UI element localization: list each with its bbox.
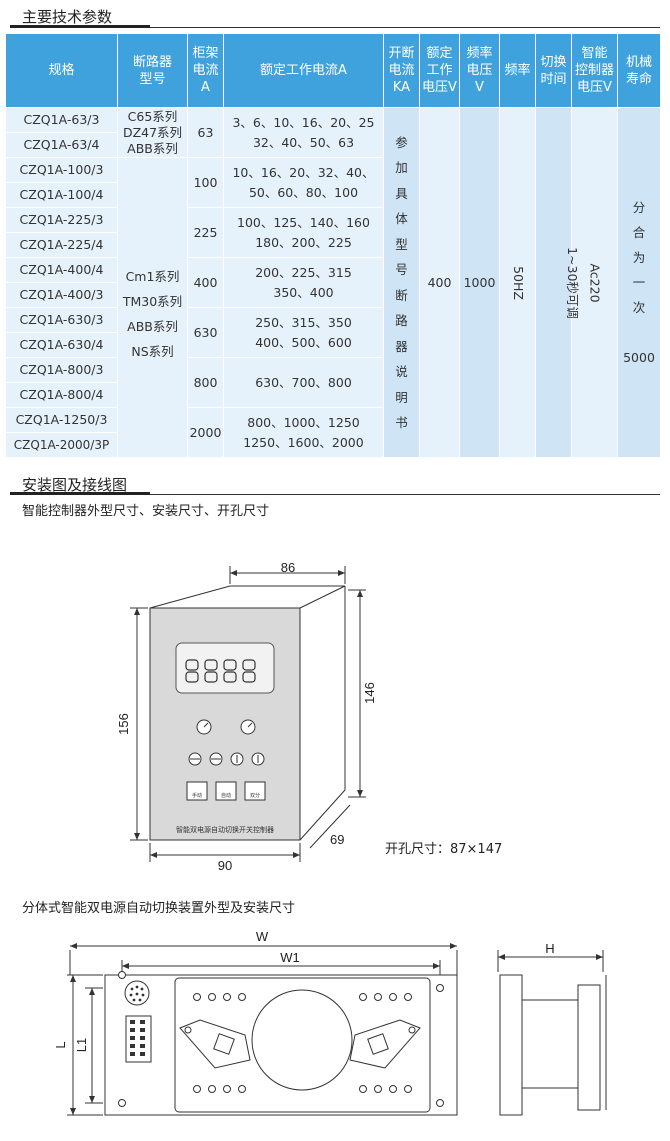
digit-display [185,659,256,683]
dim-146: 146 [362,682,377,704]
cell-frame: 800 [187,357,224,408]
cell-currents: 10、16、20、32、40、50、60、80、100 [223,157,384,208]
cell-spec: CZQ1A-1250/3 [5,407,118,433]
section-divider [10,492,660,495]
cell-frame: 100 [187,157,224,208]
section-title-install: 安装图及接线图 [22,476,128,494]
col-rated-voltage: 额定工作电压V [419,33,460,108]
cell-spec: CZQ1A-400/3 [5,282,118,308]
cell-freq-voltage: 1000 [459,107,500,458]
panel-caption: 智能双电源自动切换开关控制器 [176,825,274,834]
cell-switch-time: 1~30秒可调 [535,107,580,458]
dim-86: 86 [281,560,295,575]
cell-spec: CZQ1A-100/3 [5,157,118,183]
dim-W1: W1 [280,950,300,965]
device-drawing [67,945,607,1116]
section-divider [10,25,660,28]
table-row: CZQ1A-100/4 [5,182,661,208]
dim-L: L [53,1041,68,1048]
table-row: CZQ1A-2000/3P [5,432,661,458]
col-ctrl-voltage: 智能控制器电压V [571,33,618,108]
cell-frame: 2000 [187,407,224,458]
cell-frame: 225 [187,207,224,258]
cell-spec: CZQ1A-63/3 [5,107,118,133]
btn-label-manual: 手动 [192,792,202,799]
table-row: CZQ1A-630/4 [5,332,661,358]
dim-156: 156 [116,713,131,735]
cell-freq: 50HZ [499,107,536,458]
col-switch-time: 切换时间 [535,33,572,108]
col-spec: 规格 [5,33,118,108]
table-row: CZQ1A-800/3 800 630、700、800 [5,357,661,408]
cutout-size: 开孔尺寸：87×147 [385,842,503,857]
table-row: CZQ1A-225/4 [5,232,661,258]
col-life: 机械寿命 [617,33,661,108]
cell-spec: CZQ1A-400/4 [5,257,118,283]
cell-spec: CZQ1A-225/4 [5,232,118,258]
cell-spec: CZQ1A-800/4 [5,382,118,408]
table-row: CZQ1A-400/3 [5,282,661,308]
dim-69: 69 [330,832,344,847]
cell-frame: 63 [187,107,224,158]
col-breaker: 断路器型号 [117,33,188,108]
dim-L1: L1 [74,1038,89,1052]
controller-subtitle: 智能控制器外型尺寸、安装尺寸、开孔尺寸 [22,504,270,519]
cell-spec: CZQ1A-630/3 [5,307,118,333]
cell-frame: 400 [187,257,224,308]
section-title-specs: 主要技术参数 [22,8,113,26]
cell-ctrl-voltage: Ac220 [571,107,618,458]
btn-label-auto: 自动 [221,792,231,799]
cell-spec: CZQ1A-630/4 [5,332,118,358]
table-row: CZQ1A-800/4 [5,382,661,408]
cell-spec: CZQ1A-2000/3P [5,432,118,458]
cell-rated-voltage: 400 [419,107,460,458]
cell-currents: 630、700、800 [223,357,384,408]
device-subtitle: 分体式智能双电源自动切换装置外型及安装尺寸 [22,901,296,916]
dim-90: 90 [218,858,232,873]
dim-H: H [545,941,554,956]
col-freq: 频率 [499,33,536,108]
cell-spec: CZQ1A-100/4 [5,182,118,208]
col-rated-current: 额定工作电流A [223,33,384,108]
btn-label-off: 双分 [250,792,260,799]
cell-breaking: 参加具体型号断路器说明书 [383,107,420,458]
dim-W: W [256,929,269,944]
cell-spec: CZQ1A-800/3 [5,357,118,383]
